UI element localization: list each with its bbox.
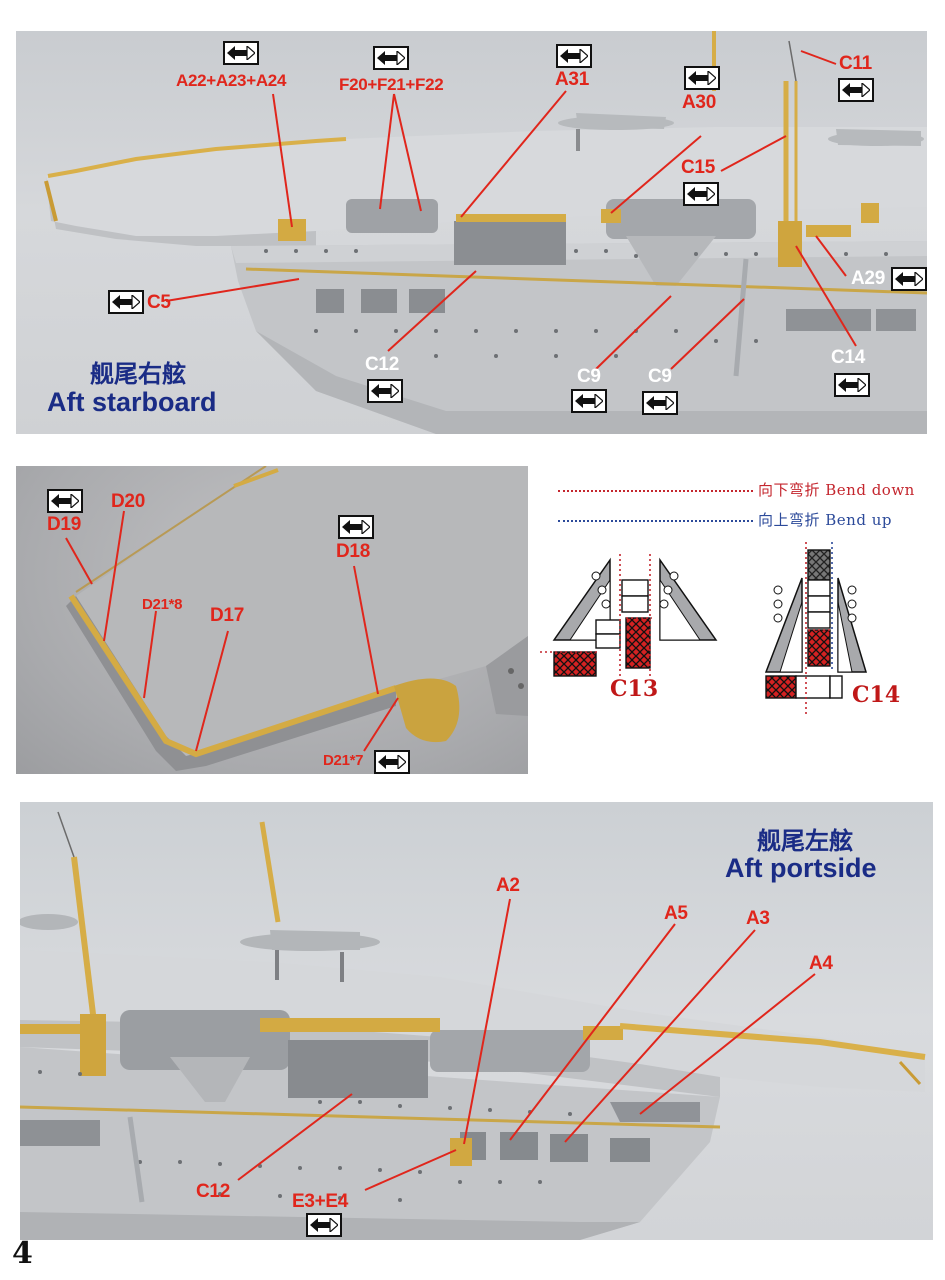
callout-a30: A30 (682, 92, 716, 113)
callout-a2: A2 (496, 875, 520, 896)
arrow-icon-c5 (108, 290, 144, 314)
aft-starboard-title-cn: 舰尾右舷 (90, 360, 186, 388)
callout-a22-a23-a24: A22+A23+A24 (176, 71, 287, 90)
callout-a5: A5 (664, 903, 688, 924)
c14-bend-diagram (764, 542, 868, 714)
callout-d18: D18 (336, 541, 370, 562)
callout-d19: D19 (47, 514, 81, 535)
arrow-icon-c12 (367, 379, 403, 403)
callout-c14: C14 (831, 347, 865, 368)
c13-diagram-label: C13 (610, 676, 659, 702)
arrow-icon-c9-right (642, 391, 678, 415)
arrow-icon-a30 (684, 66, 720, 90)
arrow-icon-c15 (683, 182, 719, 206)
callout-c15: C15 (681, 157, 715, 178)
bend-down-line (558, 490, 753, 492)
aft-portside-title-cn: 舰尾左舷 (757, 827, 853, 855)
bend-down-label: 向下弯折 Bend down (758, 481, 915, 499)
arrow-icon-f20 (373, 46, 409, 70)
callout-c9-right: C9 (648, 366, 672, 387)
callout-c9-left: C9 (577, 366, 601, 387)
arrow-icon-a29 (891, 267, 927, 291)
callout-e3-e4: E3+E4 (292, 1191, 349, 1212)
arrow-icon-c14 (834, 373, 870, 397)
aft-starboard-title-en: Aft starboard (47, 387, 217, 417)
callout-c12: C12 (365, 354, 399, 375)
c13-bend-diagram (540, 554, 718, 677)
flight-deck-aft-photo: D19 D20 D21*8 D17 D18 D21*7 (16, 466, 528, 774)
callout-a31: A31 (555, 69, 589, 90)
callout-d17: D17 (210, 605, 244, 626)
callout-c5: C5 (147, 292, 171, 313)
aft-portside-photo: 舰尾左舷 Aft portside A2 A5 A3 A4 C12 E3+E4 (20, 802, 933, 1240)
callout-a3: A3 (746, 908, 770, 929)
aft-starboard-photo: A22+A23+A24 F20+F21+F22 A31 A30 C11 C15 … (16, 31, 927, 434)
callout-f20-f21-f22: F20+F21+F22 (339, 75, 444, 94)
c14-diagram-label: C14 (852, 682, 901, 708)
aft-portside-title-en: Aft portside (725, 853, 877, 883)
page-number: 4 (12, 1236, 33, 1271)
arrow-icon-c9-left (571, 389, 607, 413)
callout-d21-8: D21*8 (142, 596, 183, 613)
callout-d20: D20 (111, 491, 145, 512)
flight-deck-aft-render (66, 466, 528, 771)
callout-a4: A4 (809, 953, 833, 974)
arrow-icon-c11 (838, 78, 874, 102)
arrow-icon-d21-7 (374, 750, 410, 774)
callout-a29: A29 (851, 268, 885, 289)
arrow-icon-a31 (556, 44, 592, 68)
bend-up-line (558, 520, 753, 522)
arrow-icon-a22 (223, 41, 259, 65)
bend-up-label: 向上弯折 Bend up (758, 511, 892, 529)
arrow-icon-d18 (338, 515, 374, 539)
callout-c11: C11 (839, 53, 872, 74)
callout-c12-portside: C12 (196, 1181, 230, 1202)
arrow-icon-e3-e4 (306, 1213, 342, 1237)
callout-d21-7: D21*7 (323, 752, 364, 769)
arrow-icon-d19 (47, 489, 83, 513)
